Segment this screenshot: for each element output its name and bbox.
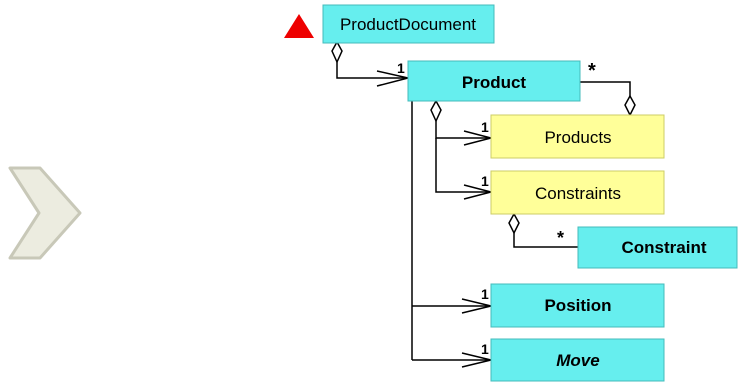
class-name-constraint: Constraint xyxy=(622,238,707,257)
class-name-productdocument: ProductDocument xyxy=(340,15,476,34)
multiplicity-product-products: 1 xyxy=(481,119,489,135)
connector-product-constraints xyxy=(435,138,491,193)
connector-constraints-constraint xyxy=(513,233,578,248)
class-name-constraints: Constraints xyxy=(535,184,621,203)
class-box-constraint: Constraint xyxy=(577,226,738,269)
multiplicity-productdocument-product: 1 xyxy=(397,60,405,76)
multiplicity-product-move: 1 xyxy=(481,341,489,357)
multiplicity-product-self: * xyxy=(588,60,596,82)
diamond-product-self xyxy=(624,94,636,117)
right-chevron-arrow-icon xyxy=(8,166,82,260)
class-box-productdocument: ProductDocument xyxy=(322,4,495,44)
diamond-product-children xyxy=(430,99,442,123)
multiplicity-product-position: 1 xyxy=(481,286,489,302)
multiplicity-labels: 1 * 1 1 * 1 1 xyxy=(397,60,596,357)
class-name-position: Position xyxy=(544,296,611,315)
class-box-move: Move xyxy=(490,338,665,382)
multiplicity-constraints-constraint: * xyxy=(557,228,564,248)
class-name-move: Move xyxy=(556,351,599,370)
class-name-product: Product xyxy=(462,73,527,92)
class-name-products: Products xyxy=(544,128,611,147)
class-box-products: Products xyxy=(490,114,665,159)
connector-product-self xyxy=(580,81,631,96)
multiplicity-product-constraints: 1 xyxy=(481,173,489,189)
class-box-product: Product xyxy=(407,60,581,102)
class-box-position: Position xyxy=(490,283,665,328)
red-triangle-warning-icon xyxy=(284,14,314,38)
connector-productdocument-product xyxy=(336,62,408,79)
diamond-productdocument xyxy=(331,40,343,64)
class-box-constraints: Constraints xyxy=(490,170,665,215)
diamond-constraints xyxy=(508,212,520,235)
